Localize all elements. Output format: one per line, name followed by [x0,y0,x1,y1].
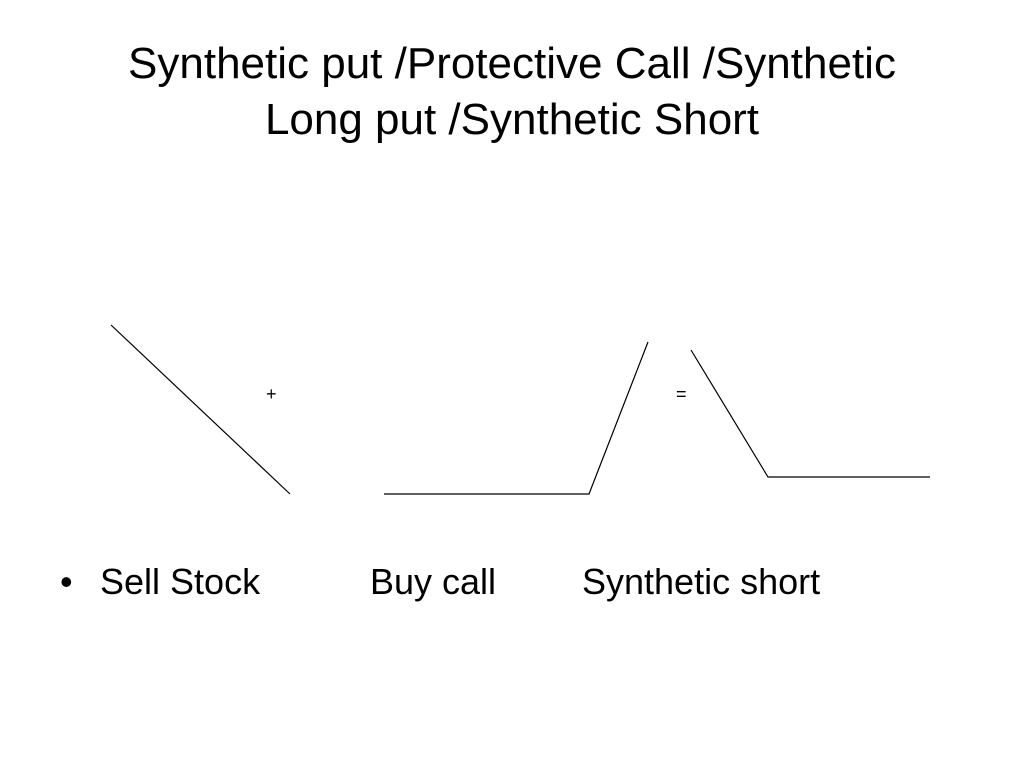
caption-sell-stock: Sell Stock [100,561,261,602]
buy-call-payoff-line [384,341,649,495]
slide-title: Synthetic put /Protective Call /Syntheti… [40,36,984,148]
bullet-marker: • [60,561,73,602]
caption-synthetic-short: Synthetic short [582,561,821,602]
plus-operator: + [266,384,277,404]
equals-operator: = [676,384,687,404]
caption-buy-call: Buy call [370,561,497,602]
synthetic-short-payoff-line [690,349,930,478]
slide-title-line-1: Synthetic put /Protective Call /Syntheti… [128,39,896,88]
slide-title-line-2: Long put /Synthetic Short [264,95,760,144]
sell-stock-payoff-line [110,324,291,495]
